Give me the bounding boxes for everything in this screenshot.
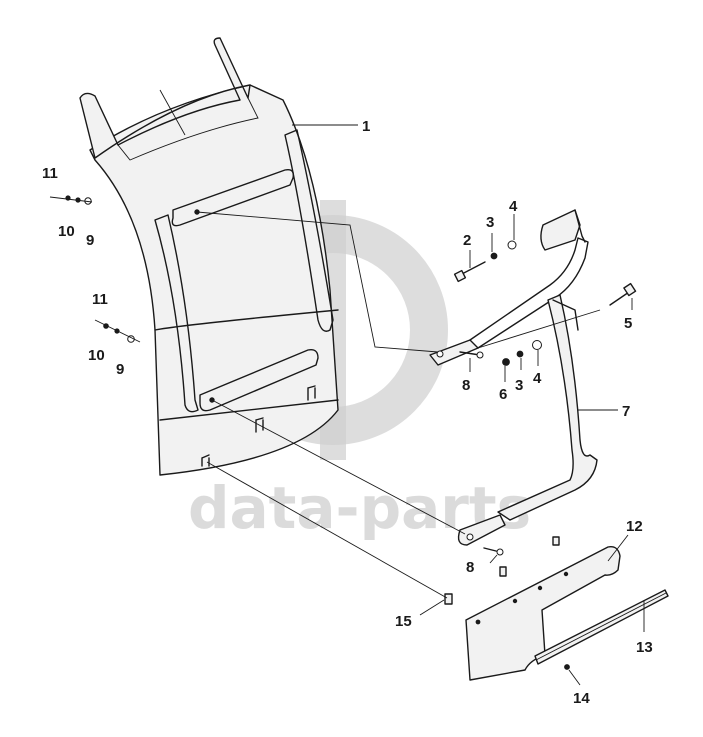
- label-11a: 11: [42, 165, 58, 182]
- screw-part-8a: [459, 351, 484, 359]
- clip-part-15: [444, 593, 453, 605]
- label-6: 6: [499, 386, 507, 403]
- label-4a: 4: [509, 198, 518, 215]
- label-8b: 8: [466, 559, 474, 576]
- nut-part-4b: [532, 340, 542, 350]
- label-1: 1: [362, 118, 370, 135]
- hardware: [49, 195, 637, 670]
- label-9b: 9: [116, 361, 124, 378]
- label-12: 12: [626, 518, 643, 535]
- label-15: 15: [395, 613, 412, 630]
- callout-leaders: [292, 124, 645, 686]
- label-11b: 11: [92, 291, 108, 308]
- label-3b: 3: [515, 377, 523, 394]
- bolt-part-5: [609, 282, 637, 306]
- label-10a: 10: [58, 223, 75, 240]
- washer-part-3b: [516, 350, 524, 358]
- label-5: 5: [624, 315, 632, 332]
- rivet-part-14: [564, 664, 570, 670]
- label-10b: 10: [88, 347, 105, 364]
- bracket-part-7: [429, 209, 598, 546]
- nut-part-4a: [507, 240, 517, 250]
- label-9a: 9: [86, 232, 94, 249]
- label-3a: 3: [486, 214, 494, 231]
- label-4b: 4: [533, 370, 542, 387]
- mud-flap-part-12: [465, 546, 621, 681]
- hardware-set-upper: [49, 195, 93, 205]
- label-14: 14: [573, 690, 590, 707]
- label-2: 2: [463, 232, 471, 249]
- assembly-lines: [196, 211, 601, 599]
- label-8a: 8: [462, 377, 470, 394]
- clips-part-12: [499, 536, 560, 577]
- fender-part-1: [79, 37, 339, 476]
- callout-labels: 1 2 3 4 5 3 4 6 7 8 8 9 10 11 9 10 11 12…: [42, 118, 653, 707]
- washer-part-3a: [490, 252, 498, 260]
- hardware-set-lower: [94, 319, 141, 343]
- bolt-part-2: [453, 261, 486, 283]
- washer-part-6: [502, 358, 510, 366]
- screw-part-8b: [483, 547, 504, 556]
- label-7: 7: [622, 403, 630, 420]
- label-13: 13: [636, 639, 653, 656]
